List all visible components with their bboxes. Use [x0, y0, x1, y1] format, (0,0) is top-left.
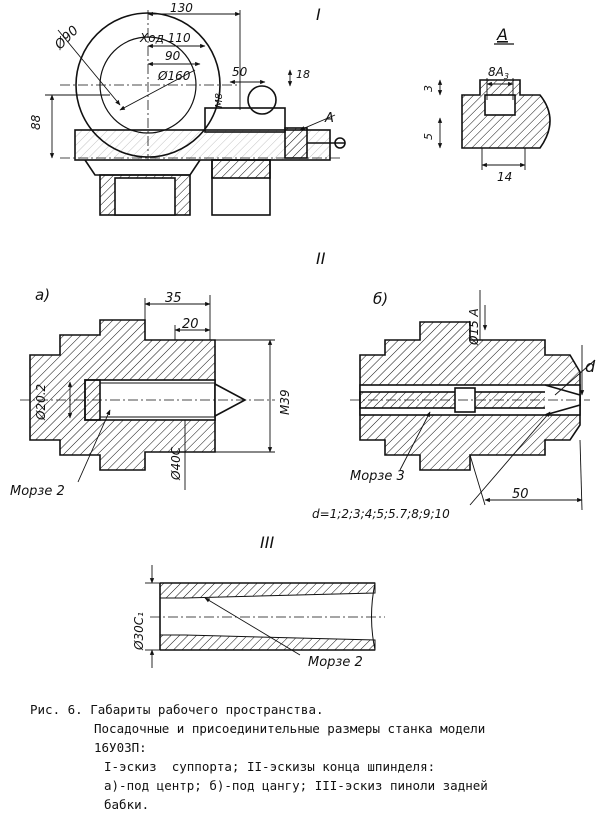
- dim-8A3: 8A3: [488, 65, 509, 81]
- sketch-I-carriage: I: [29, 1, 346, 216]
- section-A-title: A: [496, 25, 508, 44]
- caption-line-6: бабки.: [104, 797, 150, 812]
- dim-m8: M8: [214, 93, 225, 108]
- dim-m39: M39: [278, 389, 292, 415]
- figure-caption: Рис. 6. Габариты рабочего пространства. …: [0, 700, 600, 814]
- sketch-II-b-spindle-collet: б) Ø15 A d 50 Морзе 3 d=1;2;3;4;5;5.7;8;…: [312, 290, 596, 521]
- toolpost-block: [204, 107, 286, 133]
- dim-3: 3: [422, 85, 435, 92]
- dim-d30c1: Ø30C₁: [132, 612, 146, 651]
- label-morse-2-a: Морзе 2: [10, 484, 65, 499]
- sketch-II-title: II: [316, 249, 326, 268]
- dim-50-b: 50: [512, 487, 529, 502]
- dim-50: 50: [232, 65, 248, 79]
- sketch-II-a-spindle-center: a) 35 20 Ø20.2 M39 Ø40C Морзе 2: [10, 286, 292, 499]
- label-morse-3: Морзе 3: [350, 469, 405, 484]
- dim-d160: Ø160: [157, 69, 191, 83]
- dim-90: 90: [165, 49, 181, 63]
- caption-line-3: 16У03П:: [94, 740, 147, 755]
- dim-d20-2: Ø20.2: [34, 384, 48, 421]
- label-morse-2-III: Морзе 2: [308, 655, 363, 670]
- caption-line-4: I-эскиз суппорта; II-эскизы конца шпинде…: [104, 759, 436, 774]
- caption-line-5: а)-под центр; б)-под цангу; III-эскиз пи…: [104, 778, 488, 793]
- dim-d: d: [585, 357, 596, 376]
- label-a: a): [35, 286, 50, 304]
- dim-14: 14: [497, 170, 512, 184]
- sketch-III-title: III: [260, 533, 274, 552]
- dim-130: 130: [170, 1, 193, 15]
- dim-20: 20: [182, 317, 199, 332]
- sketch-III-tailstock-quill: III Ø30C₁ Морзе 2: [132, 533, 385, 670]
- label-b: б): [373, 290, 388, 308]
- section-A-detail: A 8A3 3 5 14: [422, 25, 551, 184]
- section-arrow-A: A: [324, 111, 334, 126]
- technical-drawing: I: [10, 1, 596, 670]
- dim-travel-110: Ход 110: [139, 31, 191, 45]
- dim-18: 18: [296, 68, 310, 81]
- dim-d90: Ø90: [52, 23, 82, 53]
- dim-5: 5: [422, 133, 435, 140]
- caption-line-2: Посадочные и присоединительные размеры с…: [94, 721, 486, 736]
- dim-88: 88: [29, 114, 43, 130]
- dim-d40c: Ø40C: [169, 446, 183, 481]
- sketch-I-title: I: [316, 5, 321, 24]
- screw-circle: [247, 85, 277, 115]
- dim-d15-A: Ø15 A: [467, 308, 481, 346]
- label-d-values: d=1;2;3;4;5;5.7;8;9;10: [312, 507, 450, 521]
- caption-line-1: Рис. 6. Габариты рабочего пространства.: [30, 702, 324, 717]
- dim-35: 35: [165, 291, 182, 306]
